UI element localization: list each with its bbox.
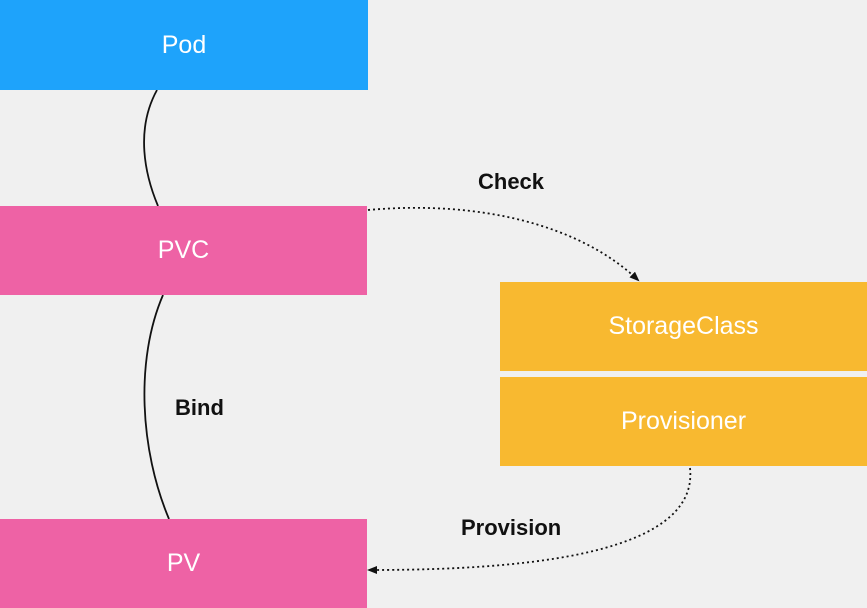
bind-connector [143,294,170,520]
provision-edge-label: Provision [461,515,562,540]
pod-pvc-connector [143,89,159,207]
pvc-node: PVC [0,206,367,295]
check-edge-label: Check [478,169,545,194]
provision-arrow [367,467,691,574]
provisioner-label: Provisioner [620,407,747,435]
provisioner-node: Provisioner [500,377,867,466]
storageclass-node: StorageClass [500,282,867,371]
pod-label: Pod [161,30,207,59]
bind-edge-label: Bind [175,395,224,420]
pod-node: Pod [0,0,368,90]
pvc-label: PVC [157,236,210,264]
storageclass-label: StorageClass [608,312,759,340]
pv-label: PV [166,549,201,577]
check-arrow [367,206,640,282]
pv-node: PV [0,519,367,608]
